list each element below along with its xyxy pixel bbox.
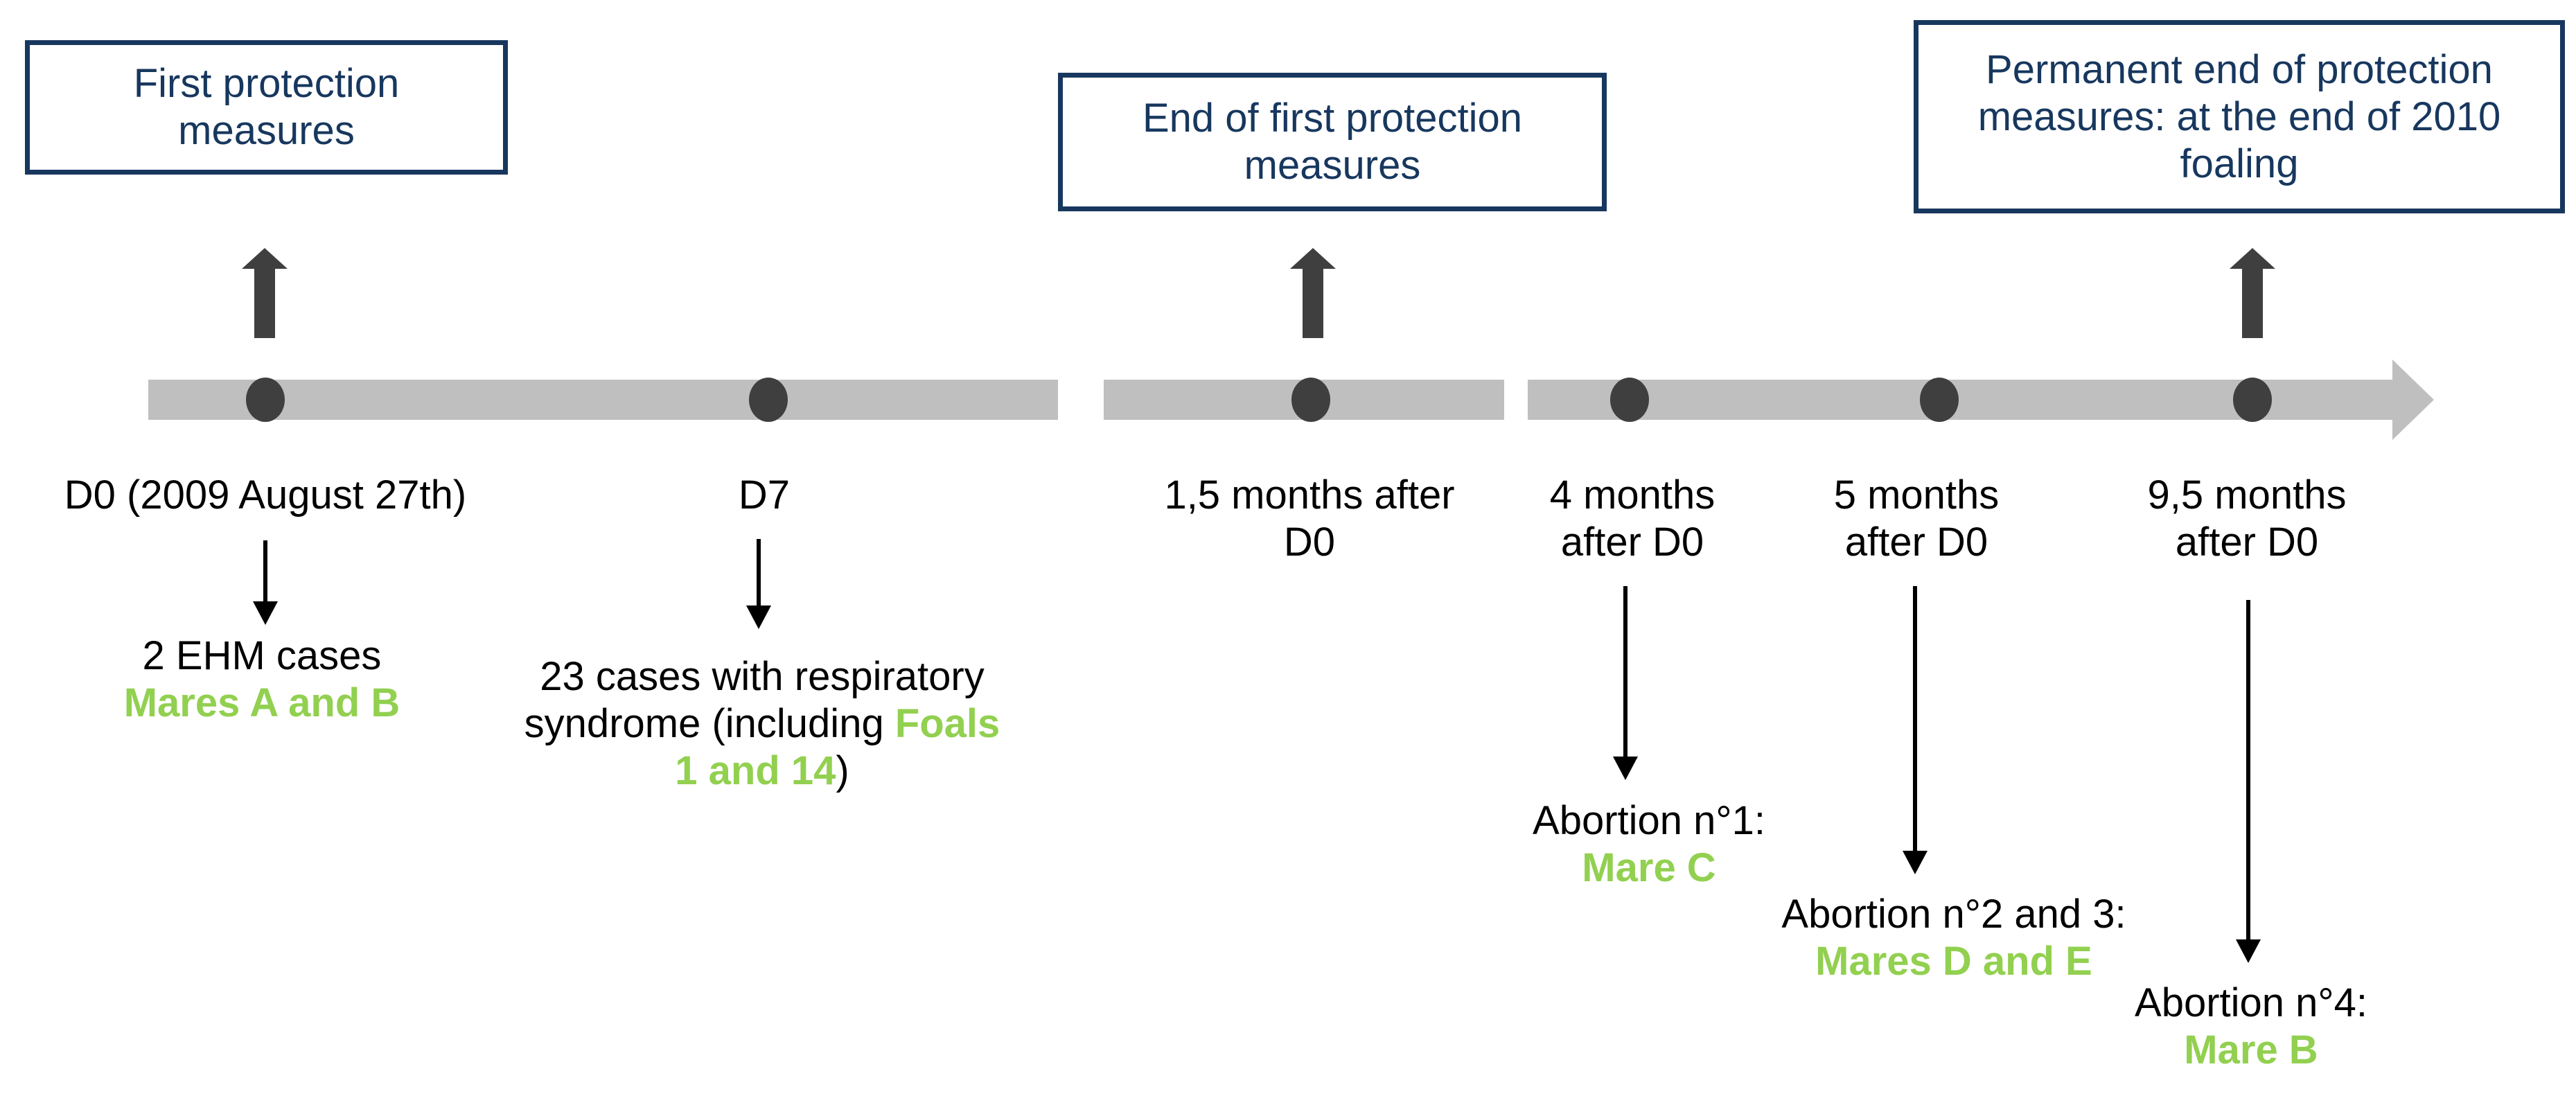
down-arrow-shaft [263,540,267,601]
milestone-dot-5-months [1920,378,1959,422]
milestone-dot-1-5-months [1291,378,1330,422]
down-arrow-head [1613,757,1638,780]
event-line: 23 cases with respiratory [524,653,1000,700]
down-arrow-icon [253,540,278,625]
event-line: 1 and 14) [524,748,1000,795]
up-arrow-icon [2230,248,2275,338]
event-text: syndrome (including [524,701,895,746]
event-line-highlight: Mare C [1582,845,1716,890]
callout-first-protection-measures: First protection measures [25,40,508,175]
milestone-dot-9-5-months [2233,378,2272,422]
down-arrow-head [253,601,278,625]
up-arrow-shaft [2242,269,2263,338]
down-arrow-shaft [2246,600,2250,939]
milestone-label-5-months: 5 months after D0 [1833,472,2000,565]
down-arrow-shaft [1913,586,1917,851]
milestone-dot-4-months [1610,378,1649,422]
event-line: 2 EHM cases [142,633,382,678]
up-arrow-shaft [254,269,275,338]
down-arrow-shaft [1623,586,1627,757]
event-line-highlight: Mares D and E [1815,939,2092,984]
milestone-label-9-5-months: 9,5 months after D0 [2147,472,2347,565]
event-abortion-1: Abortion n°1: Mare C [1533,797,1765,892]
down-arrow-icon [1903,586,1927,874]
milestone-dot-d0 [246,378,285,422]
event-line: Abortion n°2 and 3: [1781,892,2126,937]
event-text: ) [836,748,849,793]
down-arrow-head [746,605,771,629]
event-line: Abortion n°4: [2135,980,2367,1025]
timeline-bar-segment [148,380,1058,420]
event-d7-respiratory-cases: 23 cases with respiratory syndrome (incl… [524,653,1000,795]
event-text-highlight: 1 and 14 [675,748,836,793]
milestone-dot-d7 [749,378,788,422]
up-arrow-icon [242,248,288,338]
event-abortion-2-and-3: Abortion n°2 and 3: Mares D and E [1781,891,2126,985]
milestone-label-1-5-months: 1,5 months after D0 [1164,472,1455,565]
event-line-highlight: Mare B [2184,1027,2318,1072]
callout-end-first-protection-measures: End of first protection measures [1058,73,1607,211]
down-arrow-icon [1613,586,1638,780]
up-arrow-head [242,248,288,269]
milestone-label-4-months: 4 months after D0 [1549,472,1715,565]
event-d0-ehm-cases: 2 EHM cases Mares A and B [124,633,400,727]
down-arrow-icon [2236,600,2261,963]
callout-permanent-end-protection-measures: Permanent end of protection measures: at… [1914,20,2565,213]
timeline-arrowhead-icon [2392,360,2434,440]
event-abortion-4: Abortion n°4: Mare B [2135,980,2367,1074]
up-arrow-head [1290,248,1336,269]
event-text-highlight: Foals [894,701,1000,746]
down-arrow-shaft [757,539,761,605]
milestone-label-d0: D0 (2009 August 27th) [64,472,467,518]
up-arrow-shaft [1303,269,1323,338]
up-arrow-head [2230,248,2275,269]
down-arrow-head [2236,939,2261,963]
event-line: syndrome (including Foals [524,700,1000,748]
down-arrow-icon [746,539,771,629]
up-arrow-icon [1290,248,1336,338]
down-arrow-head [1903,851,1927,874]
event-text: 23 cases with respiratory [540,654,985,699]
milestone-label-d7: D7 [738,472,791,518]
event-line: Abortion n°1: [1533,798,1765,843]
event-line-highlight: Mares A and B [123,680,400,725]
